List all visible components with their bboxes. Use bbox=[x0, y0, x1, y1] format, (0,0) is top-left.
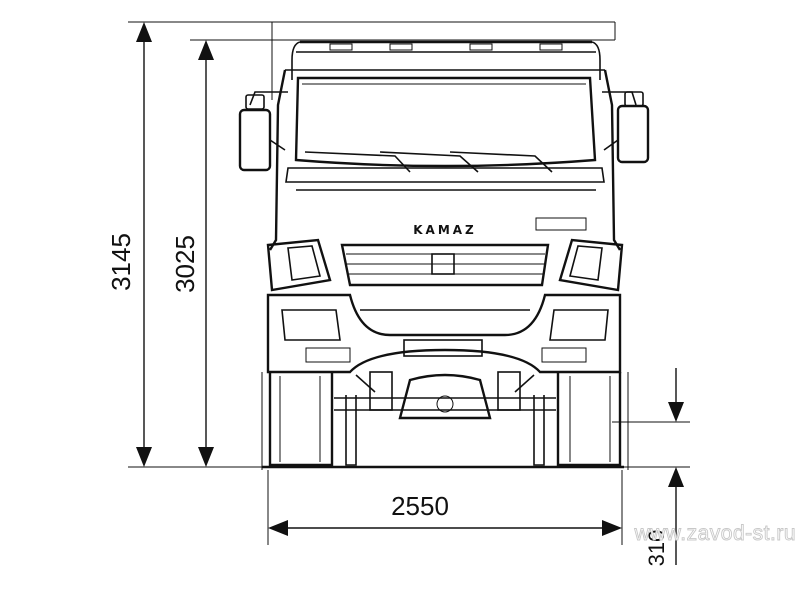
grille bbox=[340, 243, 550, 287]
wheel-left bbox=[268, 372, 357, 467]
headlight-left bbox=[266, 238, 332, 292]
overall-height-dimension bbox=[136, 22, 152, 467]
headlight-right bbox=[558, 238, 624, 292]
front-panel: KAMAZ bbox=[296, 189, 596, 237]
watermark: www.zavod-st.ru bbox=[633, 522, 796, 545]
windshield bbox=[294, 76, 597, 168]
overall-height-label: 3145 bbox=[106, 233, 136, 291]
width-label: 2550 bbox=[391, 491, 449, 521]
brand-logo: KAMAZ bbox=[413, 223, 477, 237]
cab-height-dimension bbox=[198, 40, 214, 467]
cab-height-label: 3025 bbox=[170, 235, 200, 293]
axle bbox=[334, 371, 556, 420]
mirror-right bbox=[602, 91, 650, 164]
width-dimension bbox=[268, 520, 622, 536]
wipers bbox=[304, 151, 553, 173]
ground-clearance-dimension bbox=[668, 368, 684, 565]
bumper bbox=[266, 293, 622, 374]
ground-clearance-label: 310 bbox=[644, 530, 669, 567]
cab-roof bbox=[291, 40, 601, 80]
wheel-right bbox=[533, 372, 622, 467]
mirror-left bbox=[238, 91, 288, 172]
truck-front-view: KAMAZ bbox=[238, 40, 650, 470]
